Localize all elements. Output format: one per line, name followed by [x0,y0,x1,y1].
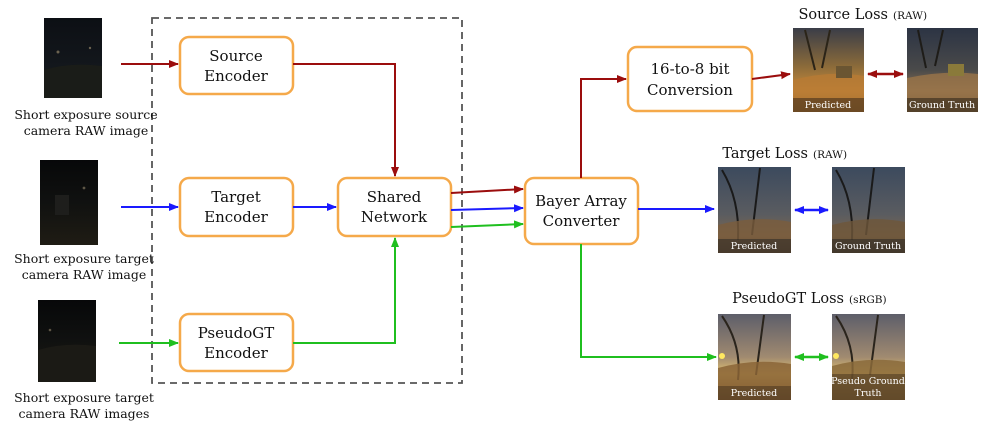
bayer-to-conversion-arrow [580,75,627,178]
source-input-caption-line2: camera RAW image [24,123,149,138]
target-input-caption-line1: Short exposure target [14,251,154,266]
target-loss-title: Target Loss [722,146,808,162]
target-input-image [40,160,98,245]
source-predicted-image: Predicted [793,28,864,112]
source-input-caption-line1: Short exposure source [14,107,157,122]
pseudo-encoder-box: PseudoGT Encoder [178,312,295,373]
pseudo-predicted-image: Predicted [718,314,791,400]
shared-to-bayer-green-arrow [450,220,524,229]
shared-to-bayer-red-arrow [450,185,524,194]
pseudo-input-image [38,300,96,382]
target-predicted-image: Predicted [718,167,791,253]
bit-conversion-label-line1: 16-to-8 bit [650,60,729,78]
shared-network-label-line2: Network [361,208,428,226]
pseudo-encoder-label-line2: Encoder [204,344,269,362]
pseudo-to-shared-arrow [293,237,399,344]
source-input-image [44,18,102,98]
target-encoder-box: Target Encoder [178,176,295,238]
pseudo-encoder-label-line1: PseudoGT [198,324,275,342]
source-loss-title: Source Loss [799,7,889,23]
conversion-to-source-loss-arrow [751,71,791,80]
source-gt-image: Ground Truth [907,28,978,112]
target-input-caption-line2: camera RAW image [22,267,147,282]
shared-network-box: Shared Network [336,176,453,238]
source-predicted-label: Predicted [805,100,852,111]
target-gt-image: Ground Truth [832,167,905,253]
shared-to-bayer-blue-arrow [450,204,524,213]
pseudo-input-caption-line1: Short exposure target [14,390,154,405]
bit-conversion-box: 16-to-8 bit Conversion [626,45,754,113]
target-gt-label: Ground Truth [835,241,901,252]
source-loss-tag: (RAW) [893,10,927,22]
pseudo-loss-tag: (sRGB) [849,294,887,306]
source-gt-label: Ground Truth [909,100,975,111]
target-encoder-label-line1: Target [211,188,260,206]
bayer-converter-label-line1: Bayer Array [535,192,627,210]
shared-network-label-line1: Shared [367,188,422,206]
source-encoder-label-line2: Encoder [204,67,269,85]
bayer-to-pseudo-loss-arrow [580,244,717,361]
pseudo-loss-title: PseudoGT Loss [732,291,844,307]
pseudo-gt-label-line1: Pseudo Ground [831,376,905,387]
pseudo-input-caption-line2: camera RAW images [19,406,150,421]
encoder-group-boundary [151,17,463,384]
source-loss-title-text: Source Loss [799,7,889,23]
pseudo-gt-label-line2: Truth [855,388,882,399]
source-encoder-box: Source Encoder [178,35,295,96]
pseudo-gt-image: Pseudo Ground Truth [831,314,905,400]
source-to-shared-arrow [293,63,399,177]
pseudo-predicted-label: Predicted [731,388,778,399]
target-encoder-label-line2: Encoder [204,208,269,226]
target-loss-tag: (RAW) [813,149,847,161]
source-encoder-label-line1: Source [209,47,263,65]
bayer-converter-box: Bayer Array Converter [523,176,640,246]
bayer-converter-label-line2: Converter [543,212,621,230]
bit-conversion-label-line2: Conversion [647,81,733,99]
target-predicted-label: Predicted [731,241,778,252]
